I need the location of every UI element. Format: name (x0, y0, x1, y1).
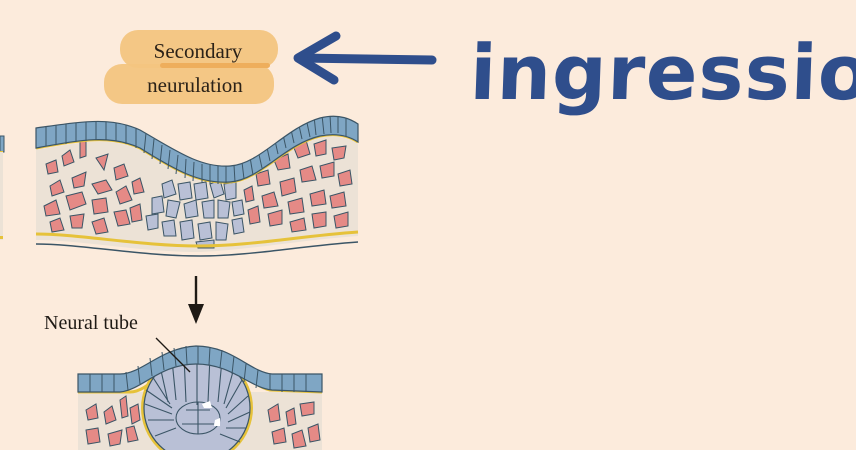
title-highlight-seam (160, 63, 270, 68)
title-line-1: Secondary (153, 39, 243, 63)
title-line-2: neurulation (147, 73, 243, 97)
title-highlight-bottom (104, 64, 274, 104)
title-highlight-top (120, 30, 278, 68)
neural-tube-label: Neural tube (44, 312, 138, 334)
